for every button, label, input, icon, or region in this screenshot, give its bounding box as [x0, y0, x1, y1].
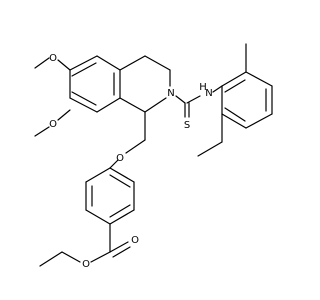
bond-nh-aryl: [212, 85, 223, 93]
bond-ethyl-2: [197, 141, 223, 157]
bond-ring4-a: [109, 167, 135, 183]
bond-ring1-e: [69, 97, 98, 113]
bond-ring4-c: [109, 209, 135, 225]
bond-ring3-d: [245, 113, 273, 129]
bond-ethyl-end: [39, 251, 63, 267]
bond-methyl-o-lower: [34, 126, 50, 137]
atom-label-o-methoxy-lower: O: [49, 119, 57, 130]
bond-ring2-d: [144, 97, 167, 113]
bond-ring2-e: [119, 97, 146, 113]
bond-ring3-e: [221, 113, 247, 129]
bond-ring4-c-double: [109, 204, 131, 218]
bond-c-o-ester: [90, 251, 111, 263]
atom-label-o-ester: O: [82, 259, 90, 270]
bond-ring4-f: [85, 167, 111, 183]
bond-methyl-o-upper: [34, 57, 50, 69]
bond-o-aryl: [109, 159, 119, 169]
bond-ring1-b: [96, 55, 121, 71]
bond-ring1-e-double: [71, 91, 97, 106]
atom-label-h-amine: H: [199, 82, 207, 93]
bond-c-nh: [186, 95, 201, 104]
bond-c-o-double-2: [112, 246, 131, 258]
bond-ring4-a-double: [109, 174, 131, 188]
bond-ring3-b: [245, 71, 273, 87]
bond-c-o-double-1: [109, 241, 129, 253]
atom-label-n-amine: N: [205, 88, 212, 99]
atom-label-o-ether: O: [116, 153, 124, 164]
bond-o-aryl-lower: [57, 109, 71, 121]
atom-label-o-methoxy-upper: O: [49, 53, 57, 64]
bond-ring1-d: [96, 97, 121, 113]
bond-ring1-a-double: [71, 62, 97, 77]
bond-ch2-o: [125, 139, 146, 154]
atom-label-o-carbonyl: O: [131, 235, 139, 246]
molecule-structure: O O N H N S O O O: [34, 43, 273, 270]
bond-ring2-b: [144, 55, 171, 71]
atom-label-s-thione: S: [184, 120, 190, 131]
bond-ring1-a: [69, 55, 98, 71]
bond-ring3-e-double: [224, 107, 246, 122]
bond-o-ethyl: [61, 251, 81, 263]
atom-labels: O O N H N S O O O: [49, 53, 213, 270]
bond-n-cs: [175, 95, 186, 104]
bond-ring3-a-double: [224, 79, 246, 93]
bond-lines: [34, 43, 273, 267]
atom-label-n-ring: N: [167, 88, 174, 99]
bond-ring4-d: [85, 209, 111, 225]
bond-o-aryl-upper: [57, 59, 71, 71]
bond-ring2-a: [119, 55, 146, 71]
bond-ring3-a: [221, 71, 247, 87]
